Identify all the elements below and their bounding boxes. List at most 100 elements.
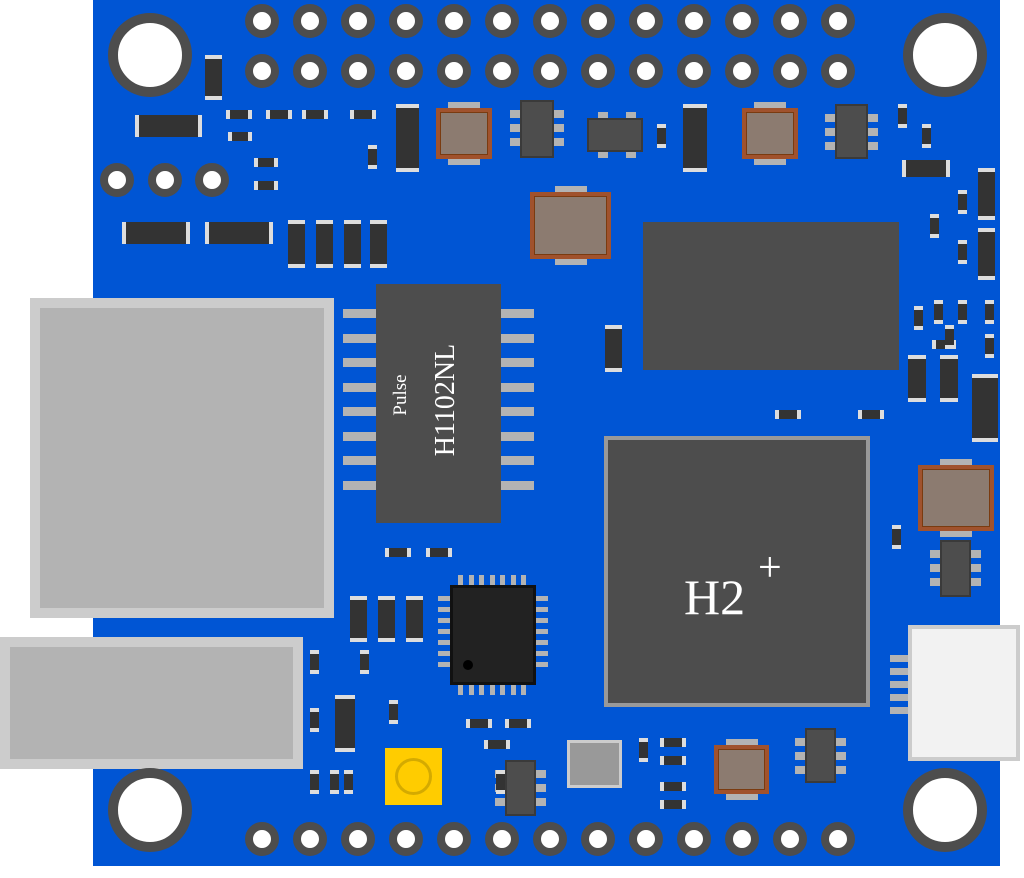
header-pin <box>437 822 471 856</box>
resistor <box>378 596 395 642</box>
resistor <box>350 110 376 119</box>
header-pin <box>245 54 279 88</box>
resistor <box>254 158 278 167</box>
usb-port <box>0 637 303 769</box>
sot-pin <box>536 770 546 778</box>
header-pin <box>437 54 471 88</box>
capacitor <box>918 465 994 531</box>
sot-pin <box>554 110 564 118</box>
soc-chip: H2 + <box>604 436 870 707</box>
sot-chip <box>940 540 971 597</box>
transformer-pin <box>343 407 376 416</box>
transformer-pin <box>501 309 534 318</box>
sot-pin <box>836 766 846 774</box>
transformer-pin <box>501 407 534 416</box>
sot-chip <box>505 760 536 816</box>
qfn-pin <box>536 629 548 634</box>
cap-pad <box>754 157 786 165</box>
resistor <box>505 719 531 728</box>
header-pin <box>437 4 471 38</box>
transformer-part: H1102NL <box>430 343 461 457</box>
header-pin <box>629 822 663 856</box>
transformer-pin <box>501 480 534 490</box>
transformer-pin <box>501 358 534 367</box>
transformer-pin <box>343 480 376 490</box>
resistor <box>122 222 190 244</box>
qfn-pin <box>479 575 484 585</box>
transformer-pin <box>343 431 376 441</box>
transformer-pin <box>343 358 376 367</box>
header-pin <box>725 822 759 856</box>
mounting-hole <box>903 768 987 852</box>
resistor <box>266 110 292 119</box>
sot-pin <box>930 550 940 558</box>
dram-chip <box>643 222 899 370</box>
soc-name: H2 <box>684 569 746 625</box>
qfn-pin <box>458 575 463 585</box>
resistor <box>330 770 339 794</box>
resistor <box>344 770 353 794</box>
resistor <box>657 124 666 148</box>
cap-pad <box>940 459 972 467</box>
cap-pad <box>448 157 480 165</box>
sot-pin <box>795 752 805 760</box>
resistor <box>360 650 369 674</box>
header-pin <box>341 822 375 856</box>
qfn-pin <box>468 685 474 695</box>
header-pin <box>725 4 759 38</box>
header-pin <box>629 4 663 38</box>
header-pin <box>389 54 423 88</box>
header-pin <box>341 4 375 38</box>
qfn-pin <box>438 607 450 612</box>
resistor <box>775 410 801 419</box>
sot-pin <box>626 112 636 118</box>
header-pin <box>821 4 855 38</box>
sot-pin <box>626 152 636 158</box>
soc-suffix: + <box>758 545 782 591</box>
resistor <box>288 220 305 268</box>
transformer-pin <box>343 456 376 465</box>
header-pin <box>725 54 759 88</box>
resistor <box>978 168 995 220</box>
qfn-pin <box>468 575 474 585</box>
qfn-pin <box>438 662 450 667</box>
resistor <box>985 300 994 324</box>
sot-pin <box>795 738 805 746</box>
sot-pin <box>554 138 564 146</box>
resistor <box>310 650 319 674</box>
qfn-pin <box>479 685 484 695</box>
resistor <box>466 719 492 728</box>
sot-pin <box>598 152 608 158</box>
mounting-hole <box>108 768 192 852</box>
qfn-pin <box>438 640 450 645</box>
resistor <box>406 596 423 642</box>
qfn-pin <box>438 651 450 656</box>
sot-pin <box>495 798 505 806</box>
resistor <box>639 738 648 762</box>
qfn-chip <box>450 585 536 685</box>
transformer-pin <box>501 456 534 465</box>
resistor <box>922 124 931 148</box>
antenna-pad <box>385 748 442 805</box>
sot-chip <box>587 118 643 152</box>
header-pin <box>389 822 423 856</box>
resistor <box>660 782 686 791</box>
header-pin <box>629 54 663 88</box>
sot-pin <box>510 138 520 146</box>
sot-pin <box>554 124 564 132</box>
cap-pad <box>554 257 587 265</box>
mounting-hole <box>108 13 192 97</box>
header-pin <box>485 4 519 38</box>
capacitor <box>742 108 798 159</box>
sot-chip <box>520 100 554 158</box>
cap-pad <box>940 529 972 537</box>
resistor <box>205 55 222 100</box>
header-pin <box>773 4 807 38</box>
resistor <box>958 300 967 324</box>
resistor <box>985 334 994 358</box>
resistor <box>484 740 510 749</box>
header-pin <box>821 822 855 856</box>
capacitor <box>714 745 769 794</box>
header-pin <box>677 822 711 856</box>
sot-pin <box>868 114 878 122</box>
